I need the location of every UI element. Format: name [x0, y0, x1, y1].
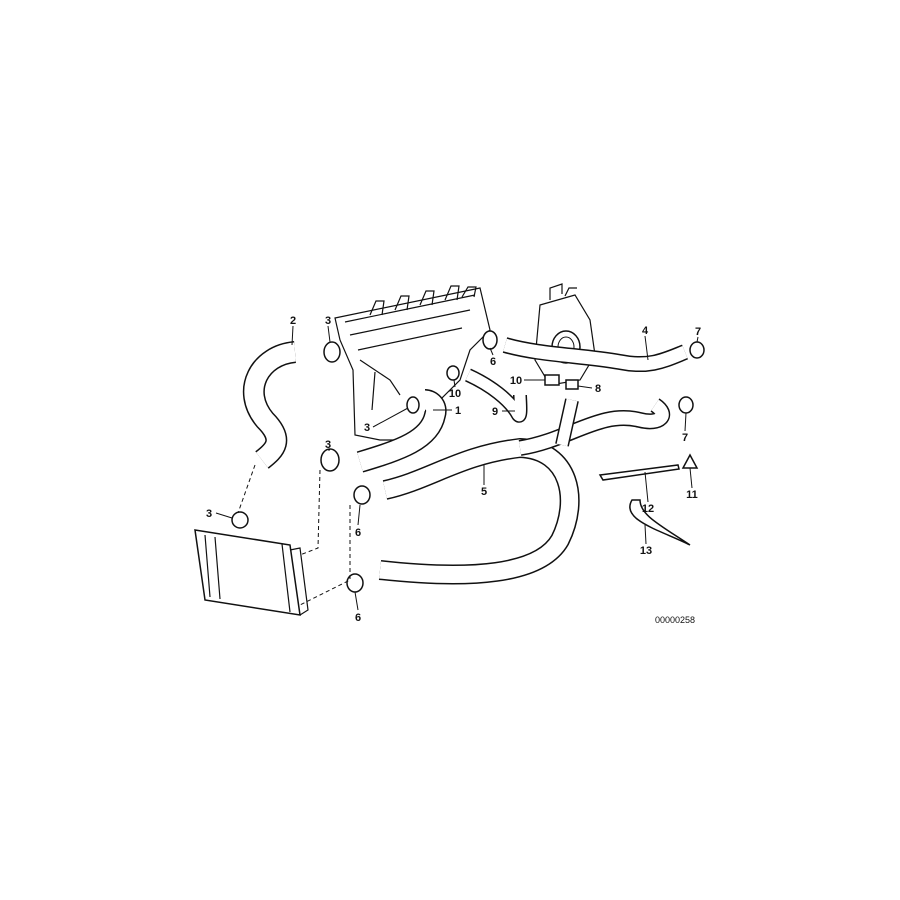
- callout-11[interactable]: 11: [686, 489, 698, 501]
- callout-6[interactable]: 6: [355, 527, 361, 539]
- callout-13[interactable]: 13: [640, 545, 652, 557]
- clamp-6: [346, 573, 364, 593]
- strap-13: [629, 499, 691, 546]
- clamp-3: [323, 341, 341, 363]
- hose-5: [378, 398, 671, 585]
- clamp-3: [320, 448, 340, 472]
- callout-12[interactable]: 12: [642, 503, 654, 515]
- clamp-3: [406, 396, 420, 414]
- clamp-10: [446, 365, 460, 381]
- clamps: [231, 330, 705, 593]
- callout-1[interactable]: 1: [455, 405, 461, 417]
- grommet-8: [565, 379, 579, 390]
- hoses: [242, 337, 688, 585]
- callout-4[interactable]: 4: [642, 325, 649, 337]
- drawing-code: 00000258: [655, 615, 695, 625]
- callout-5[interactable]: 5: [481, 486, 487, 498]
- clamp-3: [231, 511, 249, 529]
- callout-2[interactable]: 2: [290, 315, 296, 327]
- callout-6[interactable]: 6: [355, 612, 361, 624]
- callout-7[interactable]: 7: [682, 432, 688, 444]
- callout-10[interactable]: 10: [449, 388, 461, 400]
- callout-labels: 2 3 3 1 3 3 6 6 5 6 10 10 8 9 4 7 7 12 1…: [206, 315, 701, 625]
- clamp-10: [544, 374, 560, 386]
- hose-4: [502, 337, 688, 373]
- cable-tie-12: [598, 464, 680, 481]
- clip-11: [681, 453, 699, 469]
- clamp-6: [482, 330, 498, 350]
- callout-3[interactable]: 3: [325, 315, 331, 327]
- callout-8[interactable]: 8: [595, 383, 601, 395]
- hose-1: [356, 389, 447, 473]
- clamp-6: [353, 485, 371, 505]
- callout-7[interactable]: 7: [695, 326, 701, 338]
- throttle-body: [534, 283, 596, 386]
- radiator: [194, 529, 309, 616]
- callout-6[interactable]: 6: [490, 356, 496, 368]
- clamp-7: [678, 396, 694, 414]
- callout-9[interactable]: 9: [492, 406, 498, 418]
- callout-3[interactable]: 3: [206, 508, 212, 520]
- clamp-7: [689, 341, 705, 359]
- callout-10[interactable]: 10: [510, 375, 522, 387]
- callout-3[interactable]: 3: [364, 422, 370, 434]
- callout-3[interactable]: 3: [325, 439, 331, 451]
- hose-2: [242, 341, 297, 469]
- engine-cylinder-head: [334, 285, 491, 441]
- hose-9: [465, 368, 528, 423]
